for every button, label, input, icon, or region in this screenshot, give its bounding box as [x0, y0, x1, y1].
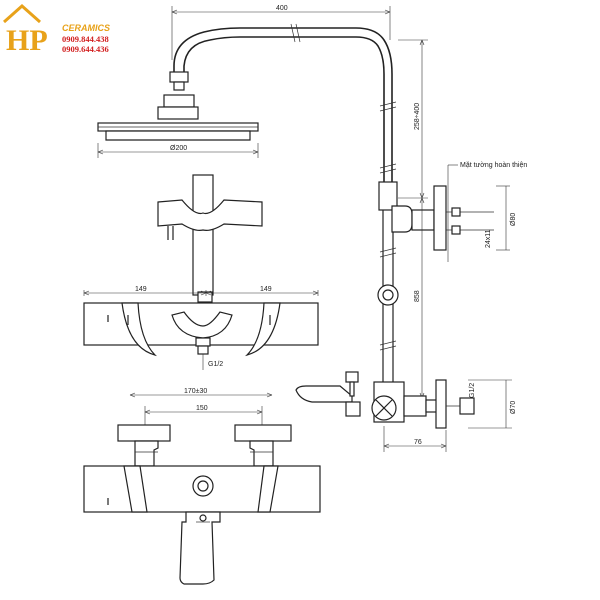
mixer-bottom: 170±30 150	[83, 388, 321, 585]
outlet-thread-label: G1/2	[208, 361, 223, 368]
wall-note: Mặt tường hoàn thiện	[460, 162, 527, 169]
pipe-height-label: 258÷400	[414, 103, 421, 130]
bracket-diameter-label: Ø80	[510, 213, 517, 226]
inlet-diameter-label: Ø70	[510, 401, 517, 414]
head-diameter-label: Ø200	[170, 145, 187, 152]
bracket-thread-label: 24x11	[485, 229, 492, 248]
logo-phone-1: 0909.844.438	[62, 34, 109, 44]
logo: HP CERAMICS 0909.844.438 0909.644.436	[3, 3, 110, 57]
slide-holder	[157, 174, 263, 303]
arm-length-dimension: 400	[171, 5, 391, 60]
riser-length-label: 858	[414, 290, 421, 302]
arm-length-label: 400	[276, 5, 288, 12]
side-dimensions: 258÷400 858 Mặt tường hoàn thiện Ø80 24x…	[398, 39, 527, 399]
logo-phone-2: 0909.644.436	[62, 44, 109, 54]
mixer-side: G1/2 Ø70 76	[295, 371, 517, 452]
house-roof-icon	[3, 3, 41, 24]
mixer-front: 149 149 G1/2	[83, 286, 319, 370]
shower-head: Ø200	[97, 122, 259, 158]
overhead-pipe	[157, 23, 397, 198]
logo-brand: CERAMICS	[62, 23, 110, 33]
logo-letters: HP	[6, 24, 48, 57]
center-range-label: 170±30	[184, 388, 207, 395]
left-width-label: 149	[135, 286, 147, 293]
inlet-thread-label: G1/2	[469, 383, 476, 398]
riser-side	[377, 163, 494, 382]
center-distance-label: 150	[196, 405, 208, 412]
offset-label: 76	[414, 439, 422, 446]
right-width-label: 149	[260, 286, 272, 293]
